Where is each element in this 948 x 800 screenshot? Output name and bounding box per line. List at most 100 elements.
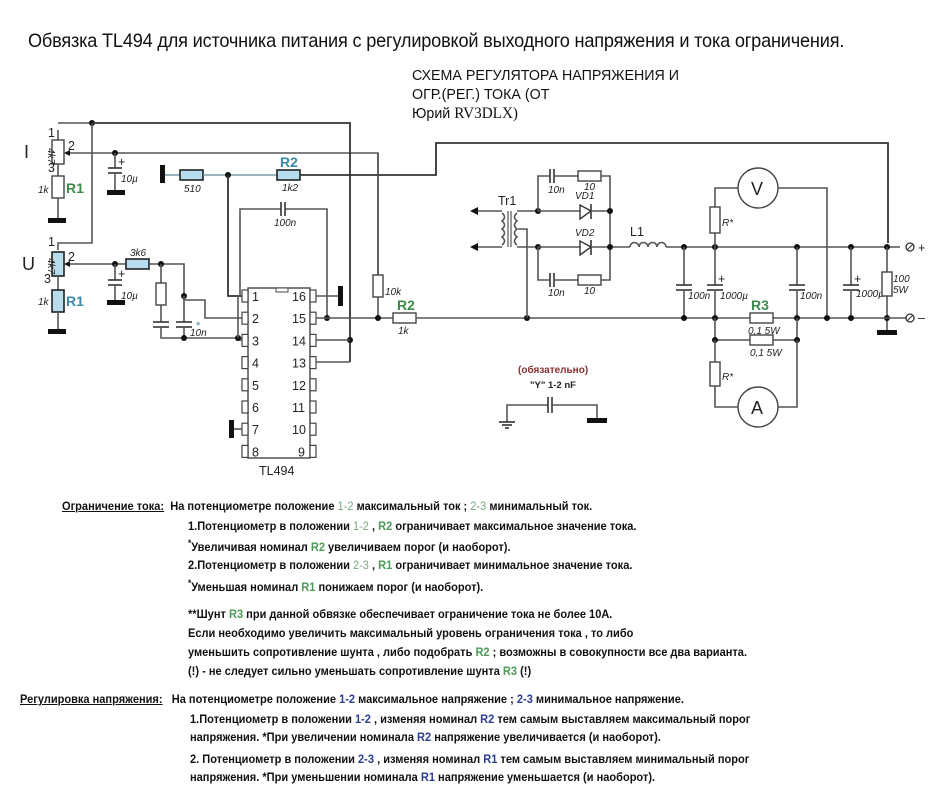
ic-pin-left bbox=[241, 289, 249, 303]
note-text: ; возможны в совокупности все два вариан… bbox=[489, 645, 748, 659]
pot-pin-label: 3 bbox=[48, 161, 55, 175]
note-text: 1.Потенциометр в положении bbox=[188, 519, 353, 533]
current-limit-header: Ограничение тока: bbox=[62, 499, 165, 513]
resistor-value: 3k6 bbox=[130, 248, 147, 259]
current-limit-line-5: *Уменьшая номинал R1 понижаем порог (и н… bbox=[188, 578, 483, 594]
star-mark: * bbox=[196, 320, 201, 332]
note-text: уменьшить сопротивление шунта , либо под… bbox=[188, 645, 476, 659]
ic-pin-number: 2 bbox=[252, 312, 259, 326]
shunt-r3-a bbox=[749, 312, 774, 324]
note-text: , изменяя номинал bbox=[374, 752, 484, 766]
y-cap-value: "Y" 1-2 nF bbox=[530, 380, 576, 391]
note-text: минимальное напряжение. bbox=[532, 692, 684, 706]
note-text: 1.Потенциометр в положении bbox=[190, 712, 355, 726]
ref-r2: R2 bbox=[475, 645, 490, 659]
pos-1-2: 1-2 bbox=[352, 519, 369, 533]
ic-pin-right bbox=[309, 311, 317, 325]
voltage-reg-line-5: напряжения. *При уменьшении номинала R1 … bbox=[190, 770, 655, 784]
resistor-510 bbox=[179, 169, 204, 181]
voltage-r1-resistor bbox=[51, 289, 65, 313]
polarity-plus: + bbox=[718, 272, 725, 286]
ic-pin-right bbox=[309, 444, 317, 458]
note-text: максимальное напряжение ; bbox=[355, 692, 517, 706]
ic-pin-right bbox=[309, 289, 317, 303]
author-name: Юрий bbox=[412, 105, 455, 122]
note-text: максимальный ток ; bbox=[353, 499, 471, 513]
pot-pin-label: 1 bbox=[48, 126, 55, 140]
resistor-value: R* bbox=[722, 218, 734, 229]
note-text: тем самым выставляем минимальный порог bbox=[497, 752, 750, 766]
voltage-reg-line-4: 2. Потенциометр в положении 2-3 , изменя… bbox=[190, 752, 749, 766]
ic-pin-right bbox=[309, 422, 317, 436]
r3-label: R3 bbox=[751, 297, 769, 313]
y-cap-required-note: (обязательно) bbox=[518, 365, 589, 376]
note-text: минимальный ток. bbox=[486, 499, 593, 513]
load-resistor bbox=[881, 271, 893, 297]
resistor-value: 10 bbox=[584, 286, 596, 297]
diode-label: VD2 bbox=[575, 228, 595, 239]
ic-pin-number: 14 bbox=[292, 334, 306, 348]
resistor-value: 0,1 5W bbox=[748, 326, 781, 337]
note-text: **Шунт bbox=[188, 607, 229, 621]
note-text: (!) bbox=[517, 664, 532, 678]
pos-1-2: 1-2 bbox=[354, 712, 371, 726]
resistor-value: 10 bbox=[584, 182, 596, 193]
note-text: напряжения. *При увеличении номинала bbox=[190, 730, 418, 744]
pot-pin-label: 3 bbox=[44, 272, 51, 286]
voltage-reg-line-3: напряжения. *При увеличении номинала R2 … bbox=[190, 730, 661, 744]
polarity-plus: + bbox=[118, 155, 125, 169]
resistor-value: 1k bbox=[398, 326, 410, 337]
current-limit-line-3: *Увеличивая номинал R2 увеличиваем порог… bbox=[188, 538, 511, 554]
ic-pin-number: 12 bbox=[292, 379, 306, 393]
shunt-line-2: Если необходимо увеличить максимальный у… bbox=[188, 626, 634, 640]
cap-value: 100n bbox=[800, 291, 823, 302]
note-text: ограничивает максимальное значение тока. bbox=[392, 519, 637, 533]
pot-pin-label: 2 bbox=[68, 250, 75, 264]
ref-r1: R1 bbox=[420, 770, 435, 784]
resistor-value: 10k bbox=[385, 287, 402, 298]
ref-r2: R2 bbox=[310, 540, 325, 554]
note-text: , bbox=[368, 558, 379, 572]
shunt-ammeter: R3 0,1 5W 0,1 5W R* A bbox=[709, 297, 800, 428]
voltage-pot-section: U 1 2 3 4k7 1k R1 + 10µ 3k6 10n * bbox=[22, 235, 242, 341]
ic-pin-left bbox=[241, 378, 249, 392]
ref-r3: R3 bbox=[502, 664, 518, 678]
note-text: На потенциометре положение bbox=[170, 499, 338, 513]
shunt-line-4: (!) - не следует сильно уменьшать сопрот… bbox=[188, 664, 531, 678]
resistor-value: 510 bbox=[184, 184, 201, 195]
subtitle-line-1: СХЕМА РЕГУЛЯТОРА НАПРЯЖЕНИЯ И bbox=[412, 67, 679, 84]
subtitle-line-3: Юрий RV3DLX) bbox=[412, 104, 679, 123]
pot-pin-label: 2 bbox=[68, 139, 75, 153]
subtitle-line-2: ОГР.(РЕГ.) ТОКА (ОТ bbox=[412, 86, 550, 103]
transformer-rectifier: Tr1 10n 10 VD1 VD2 1 bbox=[470, 169, 900, 318]
ic-pin-number: 13 bbox=[292, 357, 306, 371]
shunt-r3-b bbox=[749, 334, 774, 346]
current-limit-line-1: Ограничение тока: На потенциометре полож… bbox=[62, 499, 592, 513]
voltmeter-branch: R* V bbox=[709, 167, 830, 321]
pot-value: 4k7 bbox=[45, 148, 56, 165]
inductor-label: L1 bbox=[630, 225, 644, 239]
diode-label: VD1 bbox=[575, 191, 594, 202]
ic-name: TL494 bbox=[259, 464, 294, 478]
note-text: Уменьшая номинал bbox=[191, 580, 302, 594]
r1-label: R1 bbox=[66, 293, 84, 309]
pos-1-2: 1-2 bbox=[337, 499, 354, 513]
author-callsign: RV3DLX) bbox=[454, 105, 518, 122]
y-capacitor bbox=[499, 397, 607, 429]
note-text: понижаем порог (и наоборот). bbox=[315, 580, 484, 594]
resistor-3k6 bbox=[125, 258, 150, 270]
ic-pin-number: 3 bbox=[252, 334, 259, 348]
resistor-value: R* bbox=[722, 372, 734, 383]
ic-pin-number: 8 bbox=[252, 445, 259, 459]
pos-2-3: 2-3 bbox=[358, 752, 374, 766]
note-text: (!) - не следует сильно уменьшать сопрот… bbox=[188, 664, 503, 678]
ref-r1: R1 bbox=[483, 752, 498, 766]
note-text: , изменяя номинал bbox=[370, 712, 481, 726]
r2-label: R2 bbox=[397, 297, 415, 313]
ammeter-label: A bbox=[751, 398, 763, 418]
asterisk: * bbox=[188, 578, 192, 588]
pos-1-2: 1-2 bbox=[339, 692, 356, 706]
current-pot-section: I 1 2 3 4k7 1k R1 + 10µ bbox=[24, 122, 379, 275]
cap-value: 10n bbox=[548, 185, 565, 196]
ic-pin-number: 16 bbox=[292, 290, 306, 304]
